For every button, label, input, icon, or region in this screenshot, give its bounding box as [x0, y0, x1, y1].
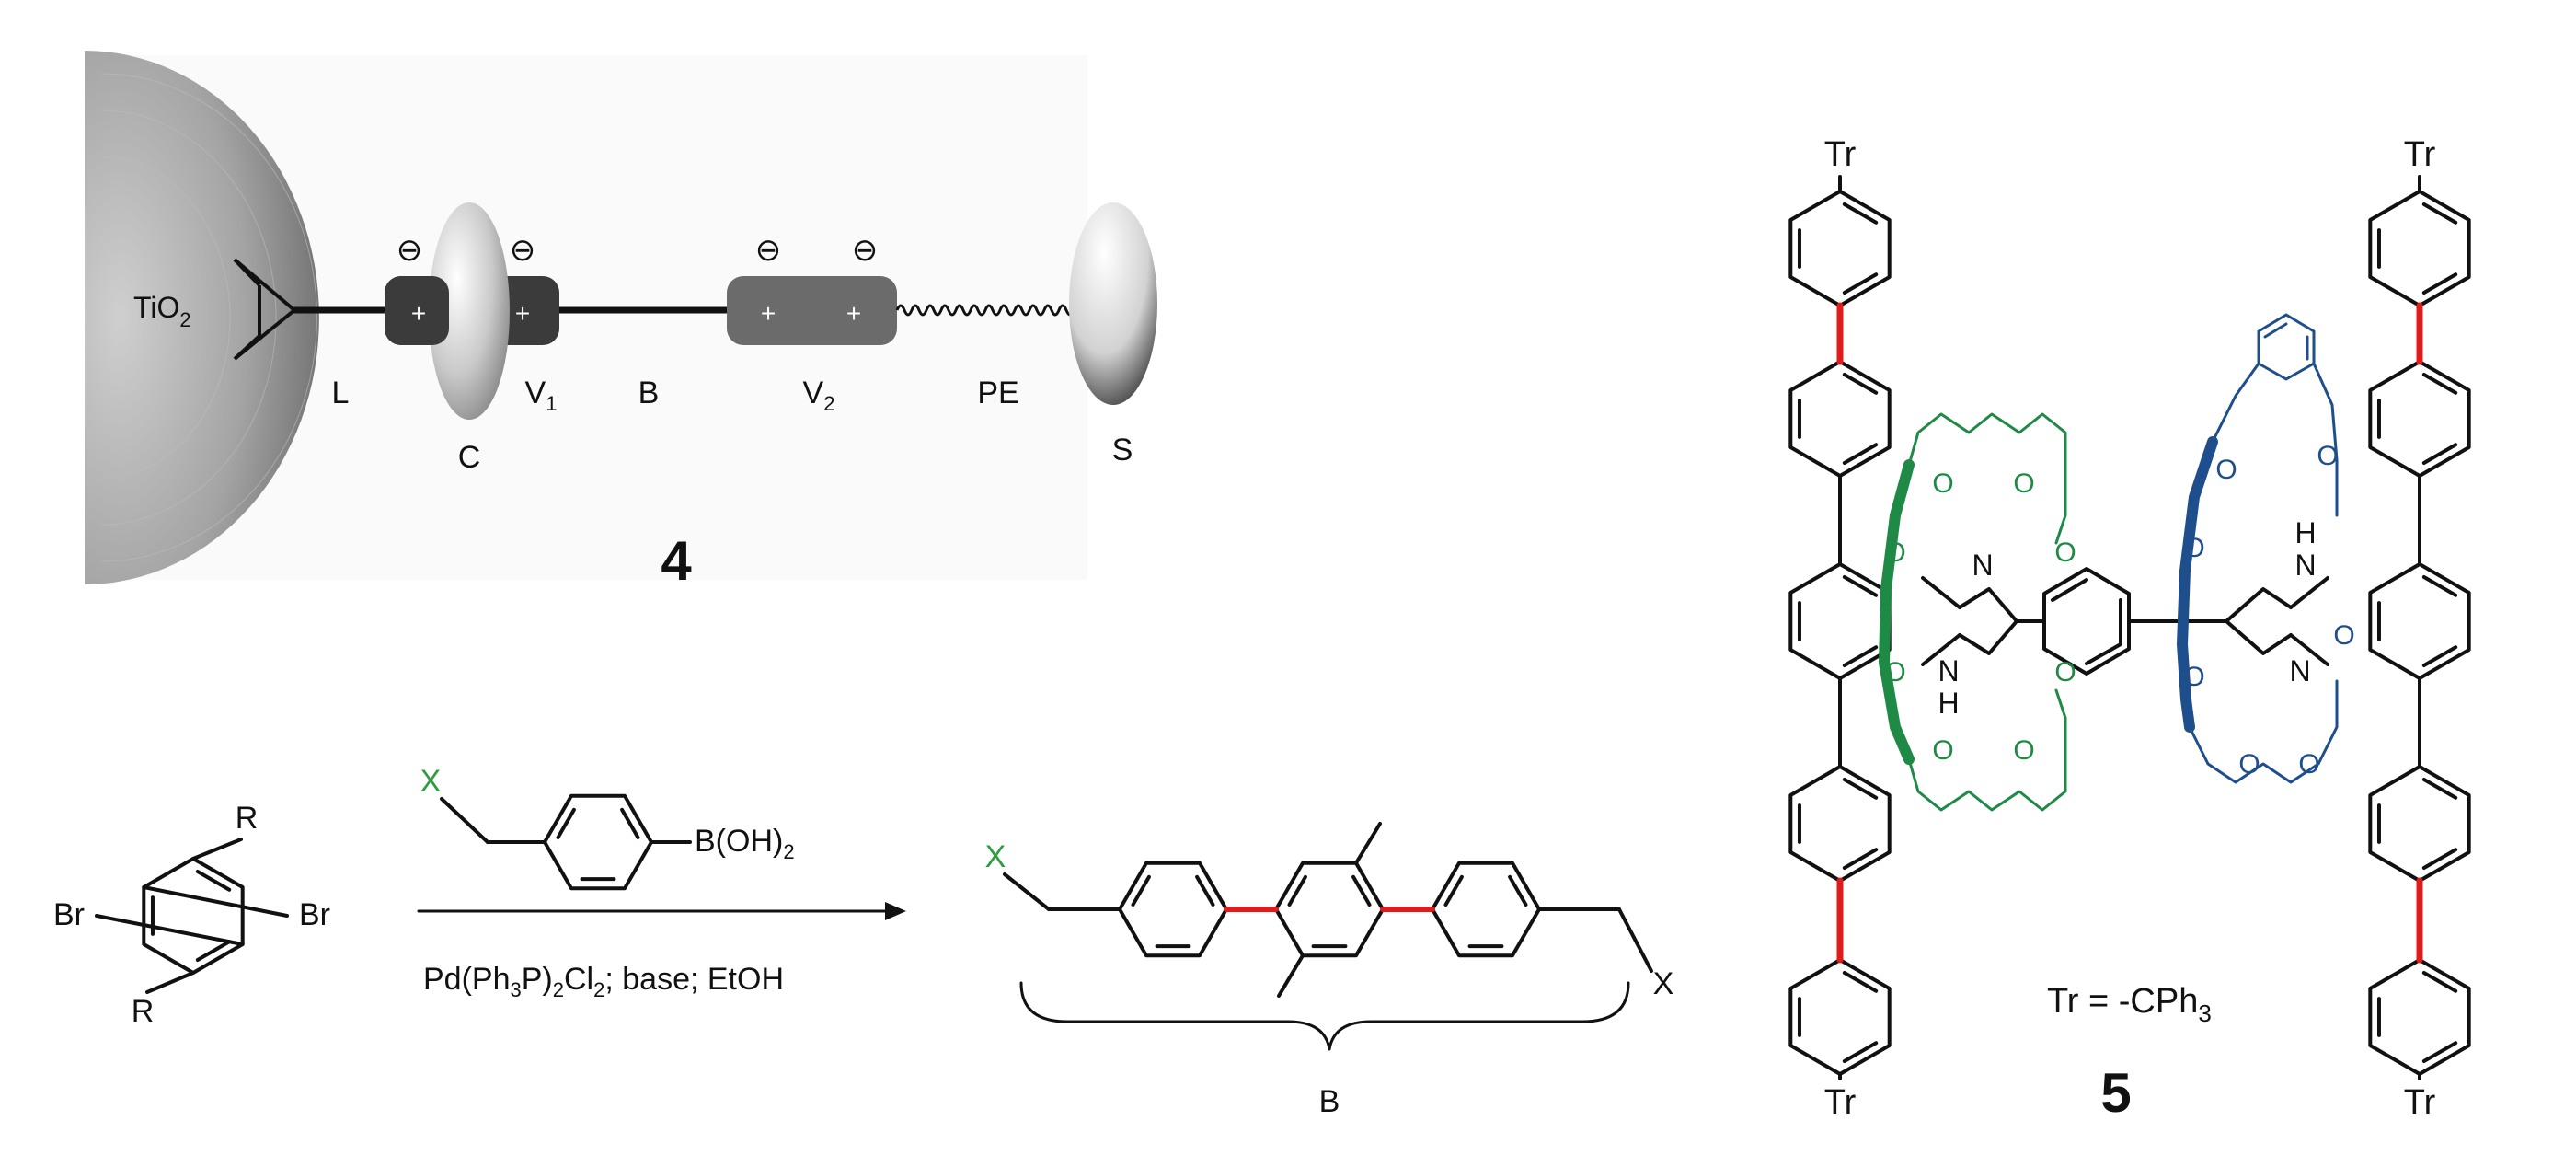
product-ring-center — [1274, 861, 1385, 958]
label-b: B — [638, 376, 660, 410]
green-oxygen-5: O — [1932, 735, 1953, 766]
left-column-ring-5 — [1788, 958, 1892, 1076]
stopper-s — [1069, 202, 1157, 405]
reaction-arrowhead — [885, 902, 906, 920]
green-oxygen-3: O — [2054, 537, 2076, 568]
dibromo-ring — [95, 838, 289, 994]
compound-number-5: 5 — [2100, 1062, 2131, 1124]
plus-charge-v2-a: + — [761, 299, 776, 328]
product-ring-right — [1431, 861, 1541, 958]
boronic-acid-benzene-ring — [543, 793, 653, 891]
nitrogen-right-top: N — [2294, 549, 2316, 582]
terphenyl-product: X X B — [985, 822, 1674, 1119]
right-column-ring-3 — [2368, 562, 2471, 680]
panel-4-device: TiO2 + + ⊖ ⊖ + + ⊖ ⊖ L C — [85, 51, 1157, 592]
crown-ring-c — [429, 202, 510, 420]
compound-number-4: 4 — [661, 530, 692, 592]
label-s: S — [1112, 433, 1133, 468]
trityl-right-top: Tr — [2404, 135, 2436, 174]
substituent-r-top: R — [236, 801, 259, 836]
central-phenylene — [2042, 567, 2131, 676]
blue-oxygen-2: O — [2317, 441, 2338, 471]
label-l: L — [332, 376, 350, 410]
green-oxygen-8: O — [1884, 657, 1905, 687]
blue-oxygen-3: O — [2183, 533, 2204, 563]
anion-v2-b: ⊖ — [852, 233, 879, 268]
hydrogen-right: H — [2294, 516, 2316, 549]
nitrogen-right-bottom: N — [2289, 654, 2310, 687]
photosensitizer-linker — [895, 304, 1075, 317]
reagent-x-label: X — [420, 764, 442, 799]
green-crown-ether — [1879, 412, 2067, 812]
green-oxygen-2: O — [2013, 468, 2034, 499]
tio2-label: TiO2 — [133, 291, 191, 331]
right-column-ring-5 — [2368, 958, 2471, 1076]
green-oxygen-4: O — [2054, 657, 2076, 687]
plus-charge-v1-a: + — [411, 299, 426, 328]
viologen-1-front — [385, 276, 449, 345]
left-column-ring-3 — [1788, 562, 1892, 680]
blue-oxygen-1: O — [2215, 455, 2237, 485]
imidazole-right — [2225, 587, 2293, 655]
blue-crown-ether — [2177, 313, 2339, 784]
trityl-definition: Tr = -CPh3 — [2047, 982, 2212, 1027]
nitrogen-left-top: N — [1972, 549, 1993, 582]
plus-charge-v1-b: + — [515, 299, 530, 328]
viologen-2-station — [727, 276, 897, 345]
reaction-scheme: Br Br R R X B(OH)2 Pd(Ph3P)2Cl2; base; E… — [53, 764, 1673, 1119]
tio2-nanoparticle — [85, 51, 319, 584]
boronic-acid-reagent: X B(OH)2 — [420, 764, 795, 891]
left-stopper-column — [1788, 175, 1892, 1080]
right-column-ring-1 — [2368, 190, 2471, 307]
brace-label-b: B — [1319, 1084, 1340, 1119]
product-x-right: X — [1653, 966, 1674, 1001]
product-ring-left — [1118, 861, 1228, 958]
label-v2: V2 — [803, 376, 835, 415]
anion-v1-b: ⊖ — [510, 233, 536, 268]
right-stopper-column — [2368, 175, 2471, 1080]
anion-v2-a: ⊖ — [755, 233, 782, 268]
substituent-r-bottom: R — [132, 994, 155, 1029]
label-c: C — [458, 440, 481, 475]
label-pe: PE — [977, 376, 1018, 410]
boronic-acid-label: B(OH)2 — [695, 824, 795, 863]
blue-oxygen-4: O — [2183, 662, 2204, 692]
green-oxygen-6: O — [2013, 735, 2034, 766]
trityl-left-top: Tr — [1824, 135, 1857, 174]
right-column-ring-4 — [2368, 765, 2471, 883]
left-column-ring-2 — [1788, 360, 1892, 478]
imidazole-left — [1958, 587, 2018, 655]
left-column-ring-4 — [1788, 765, 1892, 883]
green-oxygen-7: O — [1884, 537, 1905, 568]
tripodal-anchor — [233, 258, 296, 361]
plus-charge-v2-b: + — [846, 299, 861, 328]
blue-oxygen-5: O — [2238, 749, 2260, 780]
bromine-left: Br — [53, 897, 85, 932]
label-v1: V1 — [525, 376, 558, 415]
reaction-conditions: Pd(Ph3P)2Cl2; base; EtOH — [423, 962, 784, 1001]
dibromo-benzene-ring — [142, 857, 245, 975]
bridge-brace — [1019, 981, 1630, 1051]
anion-v1-a: ⊖ — [397, 233, 423, 268]
bromine-right: Br — [299, 897, 330, 932]
blue-oxygen-6: O — [2298, 749, 2319, 780]
central-axle — [1921, 567, 2329, 676]
hydrogen-left: H — [1938, 687, 1959, 720]
nitrogen-left-bottom: N — [1938, 654, 1959, 687]
product-x-left: X — [985, 839, 1006, 874]
green-oxygen-1: O — [1932, 468, 1953, 499]
trityl-right-bottom: Tr — [2404, 1083, 2436, 1122]
panel-5-structure: Tr Tr Tr Tr N N H N H N O O — [1788, 135, 2471, 1124]
trityl-left-bottom: Tr — [1824, 1083, 1857, 1122]
left-column-ring-1 — [1788, 190, 1892, 307]
right-column-ring-2 — [2368, 360, 2471, 478]
blue-oxygen-7: O — [2333, 620, 2354, 651]
dibromo-arene: Br Br R R — [53, 801, 330, 1029]
